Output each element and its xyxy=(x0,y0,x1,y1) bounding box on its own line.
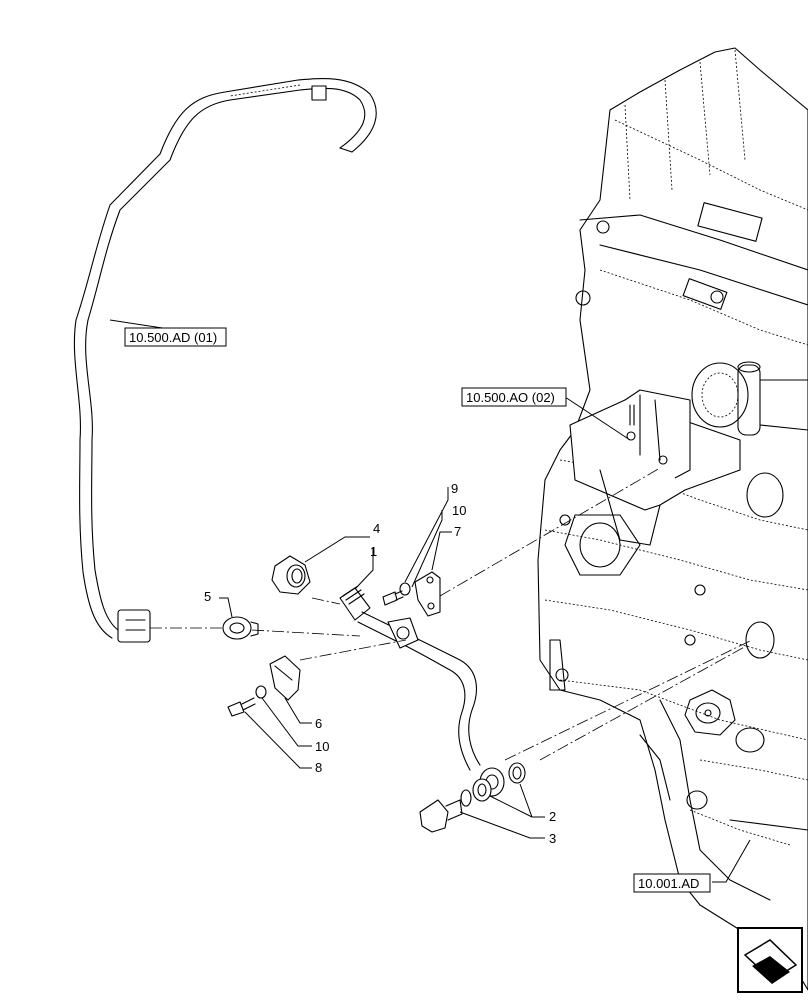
ref-box-bracket xyxy=(461,387,567,407)
ref-hose-label: 10.500.AD (01) xyxy=(129,330,217,345)
callout-10-upper: 10 xyxy=(452,503,466,518)
ref-engine-label: 10.001.AD xyxy=(638,876,699,891)
part-9-bolt xyxy=(382,590,404,606)
part-10-washer-lower xyxy=(255,685,267,699)
callout-2: 2 xyxy=(549,809,556,824)
ref-box-engine xyxy=(633,873,711,893)
callout-5: 5 xyxy=(204,589,211,604)
callout-3: 3 xyxy=(549,831,556,846)
callout-8: 8 xyxy=(315,760,322,775)
part-4-nut xyxy=(271,555,311,595)
part-2-seal-washers xyxy=(460,762,526,807)
reference-labels: 10.500.AD (01) 10.500.AO (02) 10.001.AD xyxy=(124,327,711,893)
callout-leaders xyxy=(109,319,751,883)
callout-1: 1 xyxy=(370,544,377,559)
mounting-bracket xyxy=(569,389,741,546)
part-3-banjo-bolt xyxy=(419,799,463,833)
ref-box-hose xyxy=(124,327,227,347)
alignment-lines xyxy=(150,467,753,761)
callout-labels: 1 2 3 4 5 6 7 8 9 10 10 xyxy=(204,481,556,846)
engine-assembly xyxy=(537,47,808,991)
callout-7: 7 xyxy=(454,524,461,539)
part-6-bracket xyxy=(269,655,301,701)
part-8-bolt xyxy=(227,697,256,717)
next-page-arrow-icon[interactable] xyxy=(737,927,803,993)
oil-return-hose xyxy=(73,77,377,643)
callout-10-lower: 10 xyxy=(315,739,329,754)
callout-6: 6 xyxy=(315,716,322,731)
callout-9: 9 xyxy=(451,481,458,496)
ref-bracket-label: 10.500.AO (02) xyxy=(466,390,555,405)
part-5-fitting xyxy=(222,616,259,640)
part-7-clamp xyxy=(414,571,441,617)
part-10-washer-upper xyxy=(399,582,411,596)
callout-4: 4 xyxy=(373,521,380,536)
part-1-pipe xyxy=(339,585,505,797)
